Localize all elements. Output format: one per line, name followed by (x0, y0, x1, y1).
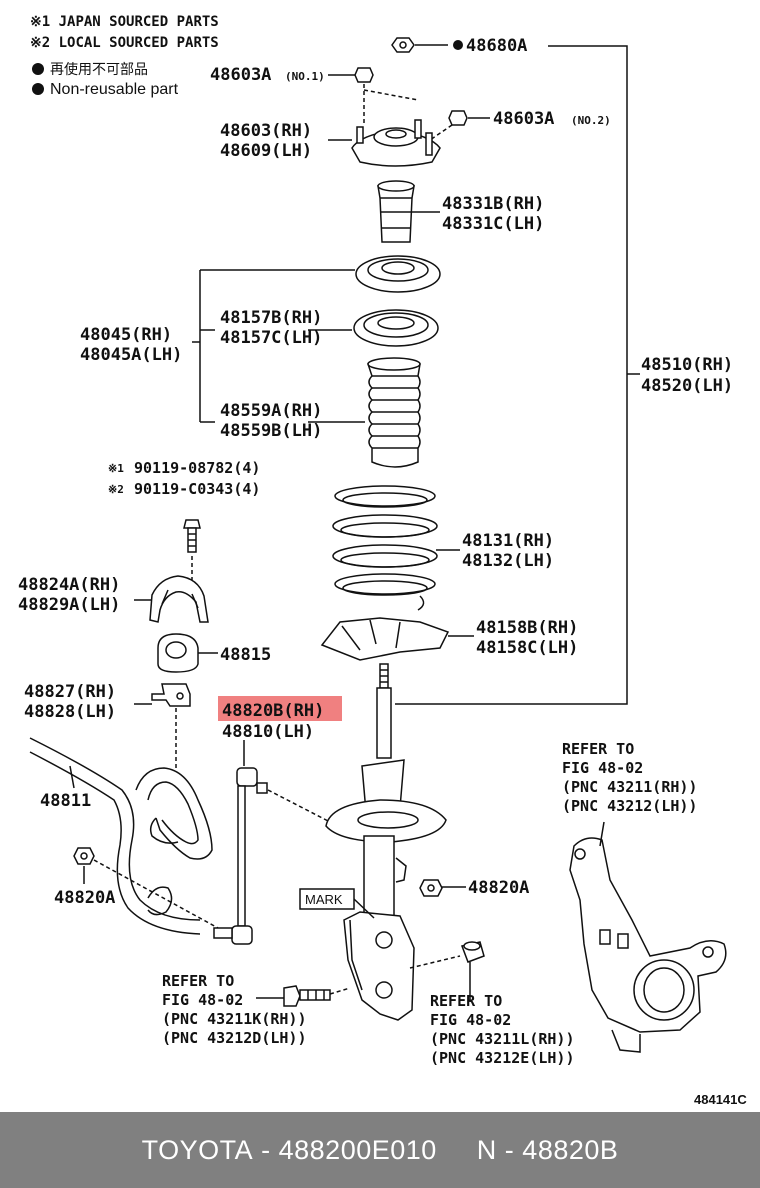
label-48820b-highlighted[interactable]: 48820B(RH) (222, 701, 324, 721)
bracket-48045 (192, 269, 355, 423)
ref-left-3: (PNC 43211K(RH)) (162, 1010, 307, 1028)
part-info-footer: TOYOTA - 488200E010 N - 48820B (0, 1112, 760, 1188)
label-48331b: 48331B(RH) (442, 194, 544, 214)
nonreusable-dot-icon (32, 63, 44, 75)
legend-nonreuse-en: Non-reusable part (50, 81, 179, 98)
label-48045a: 48045A(LH) (80, 345, 182, 365)
assembly-bracket-48510 (395, 45, 640, 705)
label-48158b: 48158B(RH) (476, 618, 578, 638)
ref-left-4: (PNC 43212D(LH)) (162, 1029, 307, 1047)
label-48827: 48827(RH) (24, 682, 116, 702)
label-48157c: 48157C(LH) (220, 328, 322, 348)
bolt2-mark: ※2 (108, 483, 124, 496)
label-48810: 48810(LH) (222, 722, 314, 742)
label-48824a: 48824A(RH) (18, 575, 120, 595)
ref-top-3: (PNC 43211(RH)) (562, 778, 697, 796)
bracket-48827 (151, 683, 191, 770)
legend-japan: ※1 JAPAN SOURCED PARTS (30, 14, 219, 30)
footer-brand: TOYOTA (141, 1134, 254, 1165)
label-48609: 48609(LH) (220, 141, 312, 161)
bumper-48331 (377, 180, 415, 243)
label-90119-c0343: 90119-C0343(4) (134, 480, 260, 498)
footer-sep2: - (496, 1134, 523, 1165)
shock-absorber-strut (325, 663, 447, 1021)
nut-48680a (391, 37, 448, 53)
footer-sep: - (253, 1134, 279, 1165)
footer-pnc: 48820B (522, 1134, 619, 1165)
dust-boot-48559 (367, 357, 421, 468)
leader-48811 (69, 765, 75, 789)
legend-nonreuse-jp: 再使用不可部品 (50, 61, 148, 78)
ref-mid-4: (PNC 43212E(LH)) (430, 1049, 575, 1067)
label-48829a: 48829A(LH) (18, 595, 120, 615)
label-48603a-no2: 48603A (493, 109, 554, 129)
label-48820a-right: 48820A (468, 878, 529, 898)
ref-mid-2: FIG 48-02 (430, 1011, 511, 1029)
spring-insulator-48158 (320, 617, 450, 661)
bearing-48157 (353, 309, 439, 347)
label-no1: (NO.1) (285, 70, 325, 83)
label-48603: 48603(RH) (220, 121, 312, 141)
label-no2: (NO.2) (571, 114, 611, 127)
ref-left-1: REFER TO (162, 972, 234, 990)
ref-left-2: FIG 48-02 (162, 991, 243, 1009)
ref-mid-3: (PNC 43211L(RH)) (430, 1030, 575, 1048)
label-48045: 48045(RH) (80, 325, 172, 345)
label-48559a: 48559A(RH) (220, 401, 322, 421)
nut-48603a-no1 (328, 67, 419, 125)
ref-mid-1: REFER TO (430, 992, 502, 1010)
stabilizer-bar-48811 (29, 737, 213, 935)
footer-n-label: N (476, 1134, 497, 1165)
coil-spring-48131 (332, 485, 438, 611)
knuckle-bolt (256, 985, 351, 1007)
nut-48603a-no2 (429, 110, 490, 141)
ref-top-1: REFER TO (562, 740, 634, 758)
label-48559b: 48559B(LH) (220, 421, 322, 441)
nonreusable-dot-icon (453, 40, 463, 50)
footer-gap (437, 1135, 477, 1166)
bolt1-mark: ※1 (108, 462, 124, 475)
steering-knuckle (569, 837, 727, 1053)
label-48331c: 48331C(LH) (442, 214, 544, 234)
label-48157b: 48157B(RH) (220, 308, 322, 328)
label-48603a-no1: 48603A (210, 65, 271, 85)
label-48820a-left: 48820A (54, 888, 115, 908)
label-48520: 48520(LH) (641, 376, 733, 396)
leader-knuckle (599, 821, 605, 847)
label-48815: 48815 (220, 645, 271, 665)
label-48158c: 48158C(LH) (476, 638, 578, 658)
stabilizer-link-48820b (213, 767, 331, 945)
label-48828: 48828(LH) (24, 702, 116, 722)
leader-mark (353, 898, 375, 919)
label-90119-08782: 90119-08782(4) (134, 459, 260, 477)
knuckle-nut (409, 941, 485, 1002)
label-48510: 48510(RH) (641, 355, 733, 375)
label-48132: 48132(LH) (462, 551, 554, 571)
highlight-box (218, 696, 342, 721)
nut-48820a-right (419, 879, 466, 897)
mark-label: MARK (305, 892, 343, 907)
spring-seat-upper (355, 255, 441, 293)
label-48680a: 48680A (466, 36, 527, 56)
figure-id: 484141C (694, 1092, 747, 1107)
footer-part-number: 488200E010 (278, 1134, 437, 1165)
label-48811: 48811 (40, 791, 91, 811)
legend-local: ※2 LOCAL SOURCED PARTS (30, 35, 219, 51)
upper-support-48603 (351, 119, 441, 167)
bushing-bracket-48824a (149, 575, 209, 623)
label-48131: 48131(RH) (462, 531, 554, 551)
bushing-48815 (157, 633, 199, 673)
nonreusable-dot-icon (32, 83, 44, 95)
nut-48820a-left (73, 847, 219, 929)
exploded-parts-diagram: ※1 JAPAN SOURCED PARTS ※2 LOCAL SOURCED … (18, 14, 747, 1107)
ref-top-4: (PNC 43212(LH)) (562, 797, 697, 815)
ref-top-2: FIG 48-02 (562, 759, 643, 777)
